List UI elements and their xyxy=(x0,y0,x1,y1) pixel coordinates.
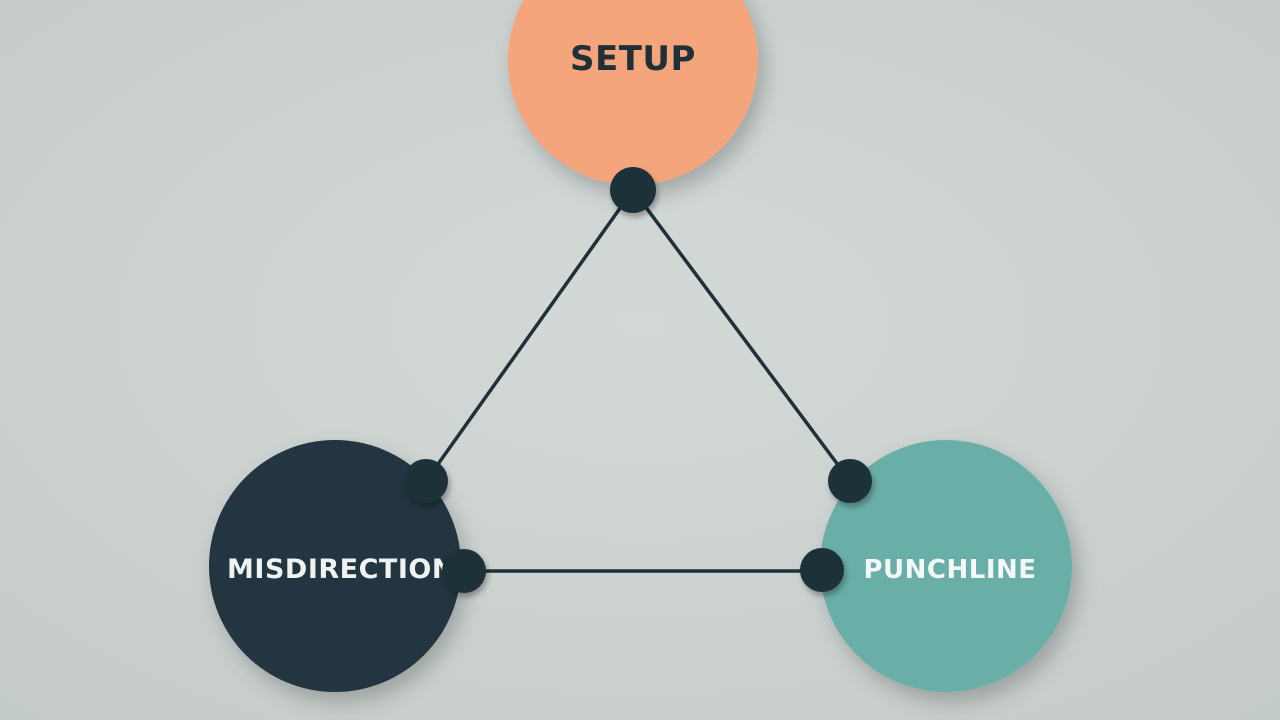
connector-dot-misdirection-upper xyxy=(404,459,448,503)
connector-dot-punchline-left xyxy=(800,548,844,592)
connector-setup-punchline xyxy=(631,188,852,483)
node-misdirection: MISDIRECTION xyxy=(209,440,461,692)
node-punchline-circle xyxy=(820,440,1072,692)
connector-dot-punchline-upper xyxy=(828,459,872,503)
node-punchline-label: PUNCHLINE xyxy=(863,555,1036,585)
node-misdirection-label: MISDIRECTION xyxy=(227,554,455,585)
node-setup: SETUP xyxy=(508,0,758,185)
node-setup-circle xyxy=(508,0,758,185)
connector-setup-misdirection xyxy=(424,188,635,483)
node-setup-label: SETUP xyxy=(570,39,696,79)
node-punchline: PUNCHLINE xyxy=(820,440,1072,692)
node-misdirection-circle xyxy=(209,440,461,692)
connector-dot-setup xyxy=(610,167,656,213)
connector-dot-misdirection-right xyxy=(442,549,486,593)
